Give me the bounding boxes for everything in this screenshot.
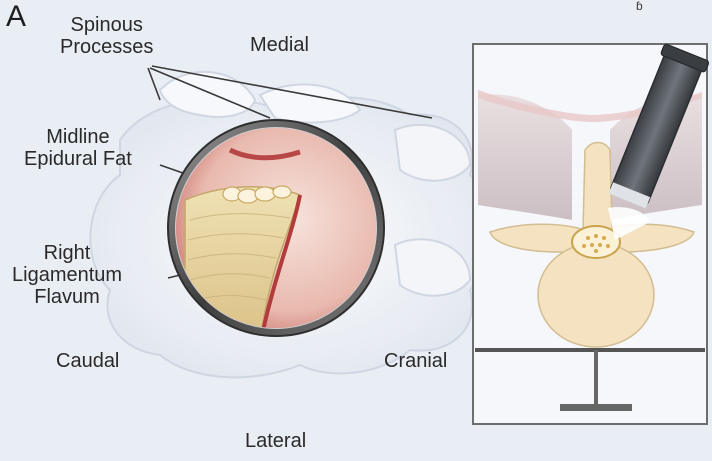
cross-section-panel bbox=[473, 44, 709, 424]
panel-letter: A bbox=[6, 2, 26, 32]
label-right-ligamentum-flavum: Right Ligamentum Flavum bbox=[12, 242, 122, 308]
label-spinous-line-1: Spinous bbox=[60, 14, 153, 36]
label-flavum-line-3: Flavum bbox=[12, 286, 122, 308]
label-flavum-line-1: Right bbox=[12, 242, 122, 264]
label-epidural-line-2: Epidural Fat bbox=[24, 148, 132, 170]
label-cranial: Cranial bbox=[384, 350, 447, 372]
spinal-canal bbox=[572, 226, 620, 258]
label-flavum-line-2: Ligamentum bbox=[12, 264, 122, 286]
leader-spinous-1 bbox=[148, 68, 160, 100]
table-base bbox=[560, 404, 632, 411]
label-midline-epidural-fat: Midline Epidural Fat bbox=[24, 126, 132, 170]
label-spinous-processes: Spinous Processes bbox=[60, 14, 153, 58]
label-medial: Medial bbox=[250, 34, 309, 56]
corner-mark: ɓ bbox=[636, 0, 643, 13]
label-spinous-line-2: Processes bbox=[60, 36, 153, 58]
label-epidural-line-1: Midline bbox=[24, 126, 132, 148]
label-caudal: Caudal bbox=[56, 350, 119, 372]
spinous-process bbox=[583, 143, 612, 231]
label-lateral: Lateral bbox=[245, 430, 306, 452]
